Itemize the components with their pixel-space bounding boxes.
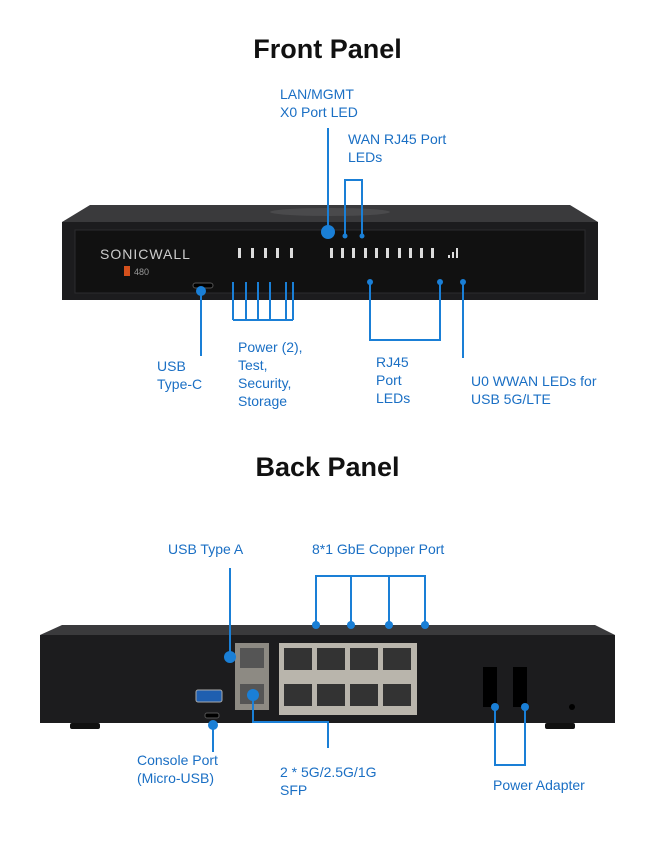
label-lan-mgmt-led: LAN/MGMT X0 Port LED — [280, 86, 358, 120]
wwan-signal-icon — [448, 248, 458, 258]
back-device — [40, 625, 615, 729]
front-callout-dots — [196, 225, 466, 296]
port-leds — [330, 248, 434, 258]
power-socket-1 — [513, 667, 527, 707]
label-sfp: 2 * 5G/2.5G/1G SFP — [280, 764, 377, 798]
label-usb-type-a: USB Type A — [168, 541, 244, 557]
label-wan-leds: WAN RJ45 Port LEDs — [348, 131, 447, 165]
label-copper-ports: 8*1 GbE Copper Port — [312, 541, 445, 557]
front-device: SONICWALL 480 — [62, 205, 598, 300]
label-wwan-leds: U0 WWAN LEDs for USB 5G/LTE — [471, 373, 597, 407]
model-badge-icon — [124, 266, 130, 276]
label-power-adapter: Power Adapter — [493, 777, 585, 793]
power-socket-2 — [483, 667, 497, 707]
label-usb-type-c: USB Type-C — [157, 358, 203, 392]
label-power-test-security-storage: Power (2), Test, Security, Storage — [238, 339, 303, 409]
front-callout-lines — [200, 128, 464, 358]
back-callout-lines — [212, 568, 526, 766]
model-number: 480 — [134, 267, 149, 277]
back-panel-title: Back Panel — [255, 452, 400, 482]
usb-a-port — [195, 689, 223, 703]
label-rj45-port-leds: RJ45 Port LEDs — [376, 354, 411, 406]
back-callout-dots — [208, 621, 529, 730]
label-console-port: Console Port (Micro-USB) — [137, 752, 218, 786]
front-panel-title: Front Panel — [253, 34, 402, 64]
brand-logo: SONICWALL — [100, 246, 191, 262]
rj45-ports — [284, 648, 411, 706]
micro-usb-console-port — [204, 712, 220, 719]
status-leds — [238, 248, 293, 258]
